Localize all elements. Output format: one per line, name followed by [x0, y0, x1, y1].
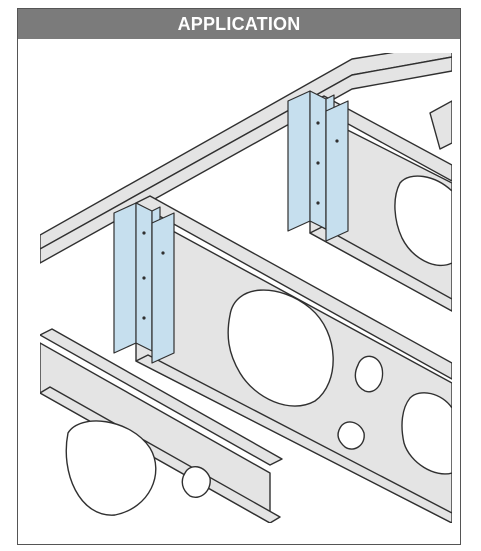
joist-front — [40, 328, 283, 523]
application-panel: APPLICATION — [17, 8, 461, 545]
clip-bracket-rear — [287, 90, 349, 242]
joist-middle — [135, 195, 452, 523]
panel-header: APPLICATION — [18, 9, 460, 39]
framing-drawing — [40, 53, 452, 523]
clip-bracket-front — [113, 202, 175, 364]
joist-far — [429, 100, 452, 150]
joist-framing-illustration — [40, 53, 452, 523]
